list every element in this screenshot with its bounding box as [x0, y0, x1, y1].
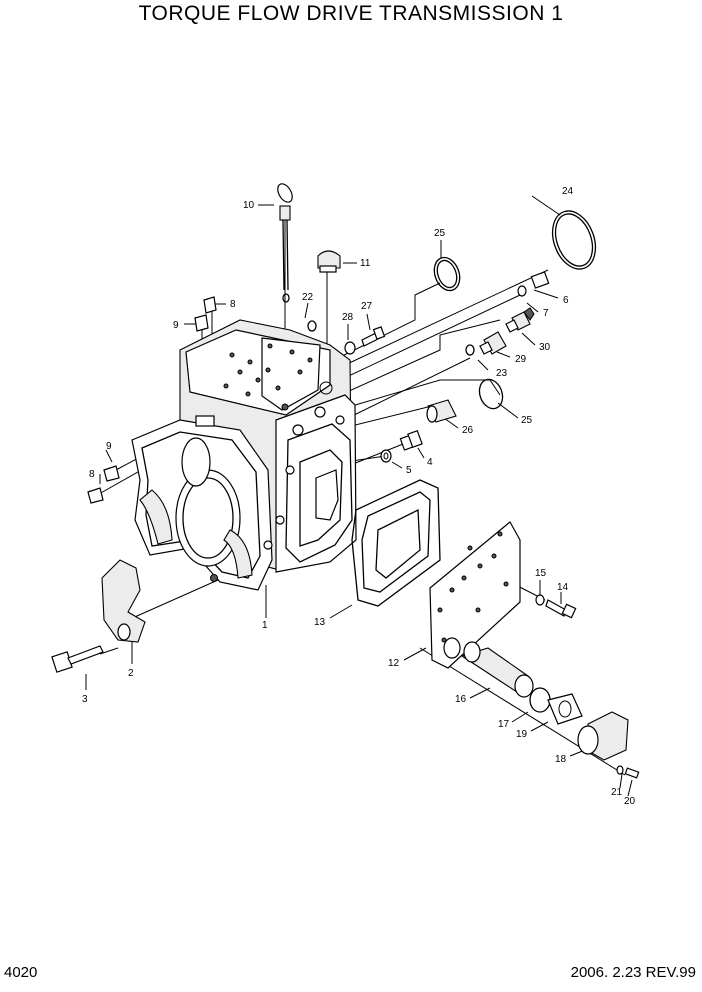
callout-8-left: 8: [89, 469, 95, 480]
end-cover-bolt: [616, 765, 640, 779]
callout-7: 7: [543, 308, 549, 319]
callout-21: 21: [611, 787, 623, 798]
callout-2: 2: [128, 668, 134, 679]
callout-5: 5: [406, 465, 412, 476]
callout-12: 12: [388, 658, 400, 669]
callout-25-bottom: 25: [521, 415, 533, 426]
gasket: [351, 479, 441, 607]
callout-30: 30: [539, 342, 551, 353]
callout-14: 14: [557, 582, 569, 593]
callout-17: 17: [498, 719, 510, 730]
seal-ring-25-bottom: [478, 378, 504, 410]
plug-and-washer: [380, 429, 423, 463]
callout-15: 15: [535, 568, 547, 579]
breathers-left: [87, 465, 120, 504]
page-title: TORQUE FLOW DRIVE TRANSMISSION 1: [138, 2, 564, 25]
callout-3: 3: [82, 694, 88, 705]
callout-23: 23: [496, 368, 508, 379]
sensor-30: [505, 307, 535, 333]
callout-13: 13: [314, 617, 326, 628]
o-ring-17: [529, 687, 551, 713]
callout-24: 24: [562, 186, 574, 197]
callout-6: 6: [563, 295, 569, 306]
callout-16: 16: [455, 694, 467, 705]
callout-4: 4: [427, 457, 433, 468]
dipstick: [277, 183, 293, 303]
callout-22: 22: [302, 292, 314, 303]
sleeve: [460, 641, 534, 698]
seal-ring-25-top: [433, 256, 461, 292]
callout-28: 28: [342, 312, 354, 323]
bolt-27-washer-28: [344, 326, 386, 355]
bracket-bolt: [51, 645, 104, 673]
support-bracket: [101, 559, 146, 643]
callout-1: 1: [262, 620, 268, 631]
callout-20: 20: [624, 796, 636, 807]
callout-18: 18: [555, 754, 567, 765]
callout-9-left: 9: [106, 441, 112, 452]
callout-27: 27: [361, 301, 373, 312]
end-cover: [577, 711, 629, 761]
revision-date: 2006. 2.23 REV.99: [570, 964, 696, 981]
plug-6-and-washer-7: [517, 271, 550, 297]
filler-cap: [317, 250, 341, 273]
o-ring-22: [307, 320, 317, 332]
page-number: 4020: [4, 964, 38, 981]
callout-8-top: 8: [230, 299, 236, 310]
callout-25-top: 25: [434, 228, 446, 239]
transmission-housing: [131, 319, 357, 591]
o-ring-23: [465, 344, 475, 356]
cover-bolt-and-washer: [535, 594, 577, 619]
callout-11: 11: [360, 258, 371, 269]
callout-29: 29: [515, 354, 527, 365]
callout-19: 19: [516, 729, 528, 740]
sensor-29: [479, 331, 507, 355]
pin-sleeve: [426, 399, 457, 423]
callout-26: 26: [462, 425, 474, 436]
callout-10: 10: [243, 200, 255, 211]
callout-9-top: 9: [173, 320, 179, 331]
large-seal-ring: [551, 210, 597, 270]
breathers-top: [194, 296, 217, 332]
flat-gasket-19: [547, 693, 583, 725]
cover-plate: [429, 521, 521, 669]
callout-labels: 1 2 3 4 5 6 7 8 8 9 9 10 11 12 13 14 15 …: [82, 186, 636, 807]
